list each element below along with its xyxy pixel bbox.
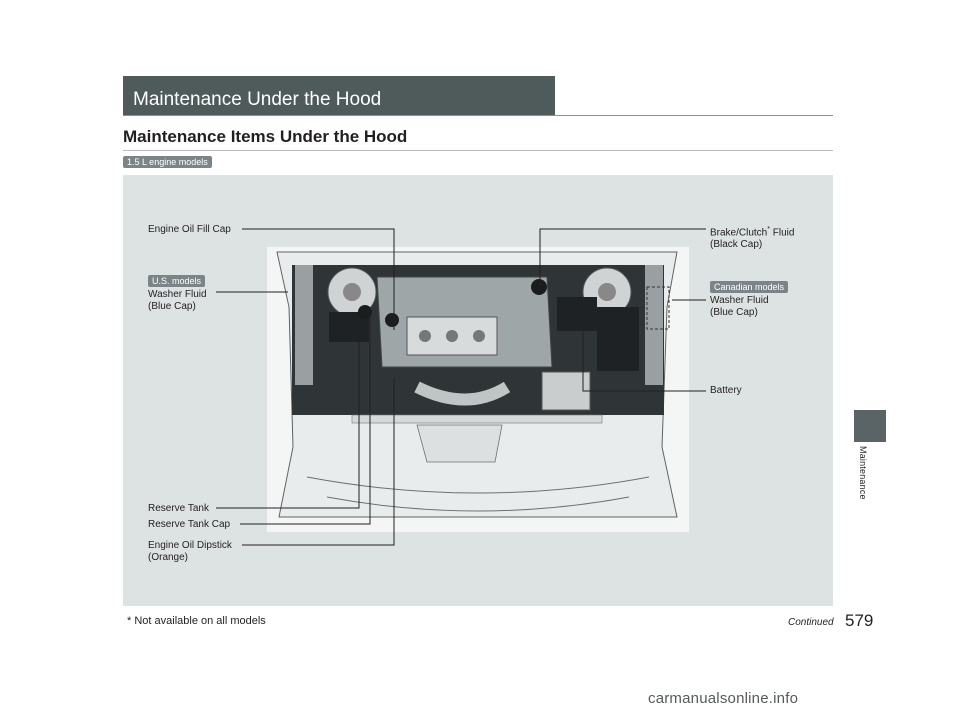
canadian-models-badge: Canadian models — [710, 281, 789, 293]
continued-note: Continued — [788, 617, 834, 628]
subtitle-divider — [123, 150, 833, 151]
watermark: carmanualsonline.info — [648, 690, 799, 707]
section-title: Maintenance Under the Hood — [123, 76, 555, 115]
engine-oil-fill-cap-label: Engine Oil Fill Cap — [148, 224, 231, 235]
page-number: 579 — [845, 611, 874, 630]
subsection-title: Maintenance Items Under the Hood — [123, 127, 408, 146]
engine-oil-dipstick-label: Engine Oil Dipstick (Orange) — [148, 540, 232, 563]
reserve-tank-label: Reserve Tank — [148, 503, 209, 514]
side-tab-label: Maintenance — [858, 446, 868, 500]
engine-model-badge: 1.5 L engine models — [123, 156, 212, 168]
reserve-tank-cap-label: Reserve Tank Cap — [148, 519, 231, 530]
title-divider — [123, 115, 833, 116]
washer-fluid-right-label: Washer Fluid (Blue Cap) — [710, 295, 769, 318]
maintenance-tab — [854, 410, 886, 442]
washer-fluid-left-label: Washer Fluid (Blue Cap) — [148, 289, 207, 312]
footnote: * Not available on all models — [127, 615, 266, 627]
brake-clutch-fluid-label: Brake/Clutch* Fluid (Black Cap) — [710, 226, 795, 251]
us-models-badge: U.S. models — [148, 275, 206, 287]
engine-bay-illustration — [267, 247, 689, 532]
battery-label: Battery — [710, 385, 742, 396]
